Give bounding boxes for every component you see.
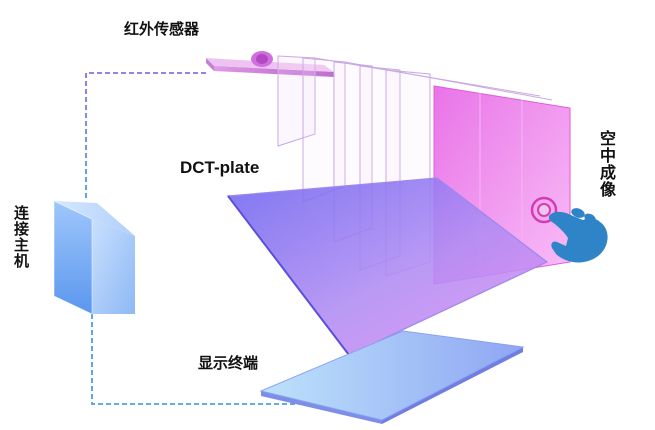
- sensor-label: 红外传感器: [124, 20, 200, 38]
- infrared-sensor: [206, 51, 334, 77]
- host-to-display-line: [91, 314, 300, 405]
- plate-label: DCT-plate: [180, 158, 260, 177]
- hand-pointer-icon: [548, 208, 608, 263]
- connector-lines: [85, 72, 300, 405]
- aerial-image-label: 空中成像: [597, 130, 616, 198]
- host-to-sensor-line: [85, 72, 208, 198]
- display-terminal: [259, 330, 525, 424]
- display-label: 显示终端: [198, 354, 259, 372]
- dct-plate: [226, 177, 549, 356]
- host-box: [53, 200, 135, 315]
- host-label: 连接主机: [12, 205, 30, 269]
